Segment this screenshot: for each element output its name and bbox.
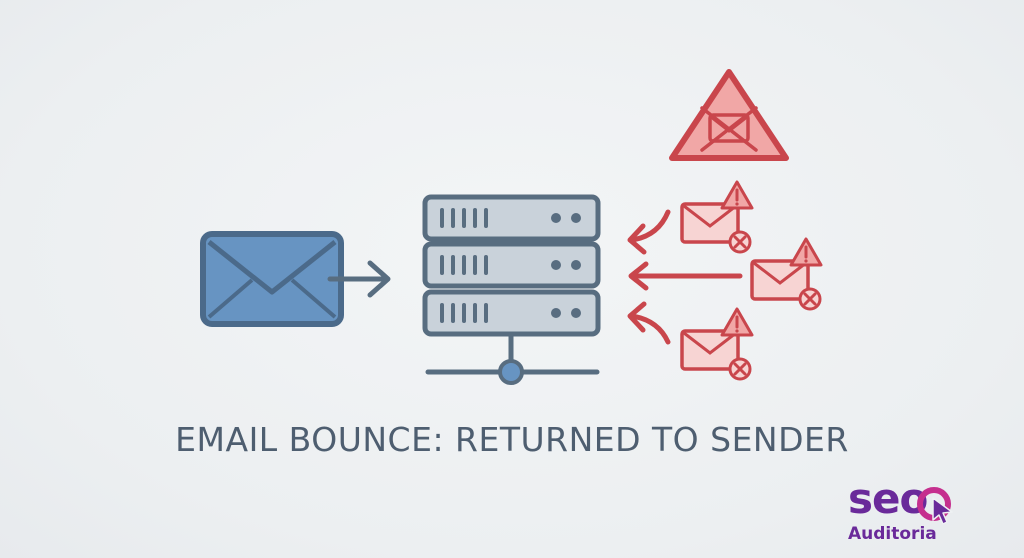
logo-main-text: seo: [848, 474, 928, 523]
server-icon: [422, 194, 601, 385]
seo-auditoria-logo: seo Auditoria: [844, 476, 974, 550]
return-arrow-middle: [628, 261, 743, 291]
return-arrow-top: [627, 209, 671, 255]
logo-sub-text: Auditoria: [848, 524, 937, 544]
bounced-envelope-icon: [680, 180, 754, 254]
envelope-icon: [200, 231, 344, 327]
send-arrow: [327, 260, 391, 298]
warning-triangle-icon: [669, 69, 789, 161]
return-arrow-bottom: [627, 301, 671, 345]
bounced-envelope-icon: [680, 307, 754, 381]
diagram-caption: EMAIL BOUNCE: RETURNED TO SENDER: [175, 420, 849, 459]
bounced-envelope-icon: [750, 237, 823, 311]
cursor-magnifier-icon: [917, 487, 953, 525]
